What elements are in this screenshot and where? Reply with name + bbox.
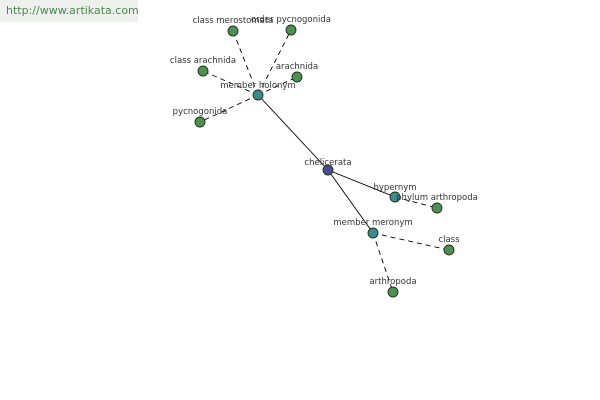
edge-member-meronym-arthropoda xyxy=(372,232,394,293)
node-label-member-holonym: member holonym xyxy=(220,81,295,91)
node-circle-class-arachnida[interactable] xyxy=(197,65,209,77)
node-circle-order-pycnogonida[interactable] xyxy=(285,24,297,36)
node-label-arthropoda: arthropoda xyxy=(369,277,416,287)
node-class-merostomata[interactable]: class merostomata xyxy=(193,16,274,37)
node-circle-class[interactable] xyxy=(443,244,455,256)
node-circle-phylum-arthropoda[interactable] xyxy=(431,202,443,214)
node-circle-arachnida[interactable] xyxy=(291,71,303,83)
node-circle-chelicerata[interactable] xyxy=(322,164,334,176)
edge-hypernym-phylum-arthropoda xyxy=(394,196,438,209)
edge-chelicerata-hypernym xyxy=(327,169,396,198)
node-label-member-meronym: member meronym xyxy=(333,218,412,228)
node-hypernym[interactable]: hypernym xyxy=(373,183,417,203)
node-label-chelicerata: chelicerata xyxy=(304,158,351,168)
node-label-class-arachnida: class arachnida xyxy=(170,56,236,66)
node-circle-arthropoda[interactable] xyxy=(387,286,399,298)
edge-member-holonym-class-merostomata xyxy=(232,30,259,96)
node-circle-member-holonym[interactable] xyxy=(252,89,264,101)
node-circle-member-meronym[interactable] xyxy=(367,227,379,239)
node-circle-pycnogonida[interactable] xyxy=(194,116,206,128)
node-order-pycnogonida[interactable]: order pycnogonida xyxy=(251,15,331,36)
node-class-arachnida[interactable]: class arachnida xyxy=(170,56,236,77)
node-pycnogonida[interactable]: pycnogonida xyxy=(173,107,228,128)
edge-member-holonym-class-arachnida xyxy=(202,70,259,96)
graph-nodes: chelicerata member holonym hypernym member … xyxy=(170,15,478,298)
edge-member-holonym-arachnida xyxy=(257,76,298,96)
node-label-phylum-arthropoda: phylum arthropoda xyxy=(396,193,478,203)
graph-edges xyxy=(199,29,450,293)
node-circle-class-merostomata[interactable] xyxy=(227,25,239,37)
node-label-class: class xyxy=(438,235,460,245)
node-class[interactable]: class xyxy=(438,235,460,256)
node-label-arachnida: arachnida xyxy=(276,62,318,72)
edge-member-holonym-pycnogonida xyxy=(199,94,259,123)
node-label-order-pycnogonida: order pycnogonida xyxy=(251,15,331,25)
node-circle-hypernym[interactable] xyxy=(389,191,401,203)
edge-member-holonym-order-pycnogonida xyxy=(257,29,292,96)
node-member-holonym[interactable]: member holonym xyxy=(220,81,296,101)
node-label-pycnogonida: pycnogonida xyxy=(173,107,228,117)
node-member-meronym[interactable]: member meronym xyxy=(333,218,413,239)
node-phylum-arthropoda[interactable]: phylum arthropoda xyxy=(396,193,478,214)
node-arachnida[interactable]: arachnida xyxy=(276,62,318,83)
edge-member-meronym-class xyxy=(372,232,450,251)
edge-chelicerata-member-meronym xyxy=(327,169,374,234)
node-chelicerata[interactable]: chelicerata xyxy=(304,158,352,176)
node-arthropoda[interactable]: arthropoda xyxy=(369,277,417,298)
site-watermark[interactable]: http://www.artikata.com xyxy=(0,0,138,22)
node-label-class-merostomata: class merostomata xyxy=(193,16,274,26)
edge-chelicerata-member-holonym xyxy=(257,94,329,171)
node-label-hypernym: hypernym xyxy=(373,183,416,193)
